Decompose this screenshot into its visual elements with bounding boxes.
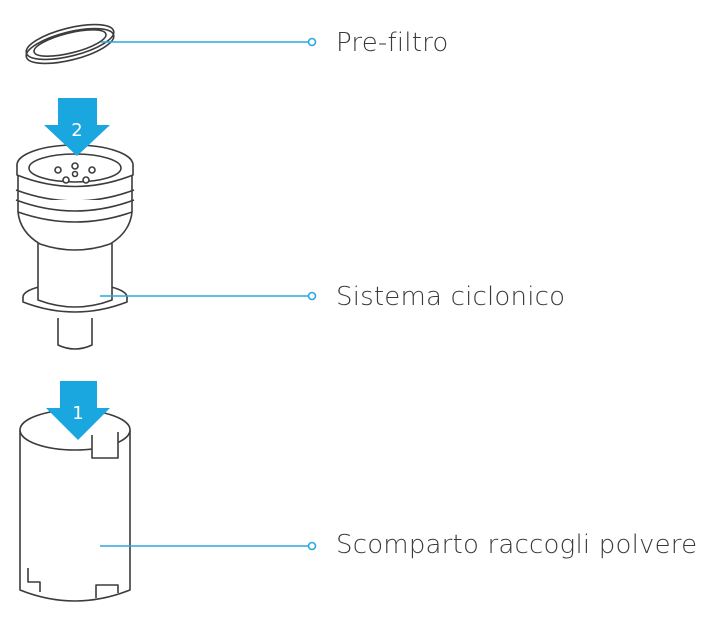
cyclone-illustration: [15, 144, 135, 350]
step-2-number: 2: [71, 120, 82, 141]
pre-filter-illustration: [25, 23, 115, 65]
cyclone-leader-dot: [307, 291, 317, 301]
dust-bin-label: Scomparto raccogli polvere: [336, 530, 698, 560]
step-1-number: 1: [72, 403, 83, 424]
dust-bin-leader-dot: [307, 541, 317, 551]
step-2-arrow: 2: [44, 98, 110, 156]
step-1-arrow: 1: [46, 381, 110, 440]
dust-bin-illustration: [19, 409, 131, 602]
pre-filter-leader-dot: [307, 37, 317, 47]
cyclone-system-label: Sistema ciclonico: [336, 282, 566, 312]
pre-filter-label: Pre-filtro: [336, 28, 449, 58]
